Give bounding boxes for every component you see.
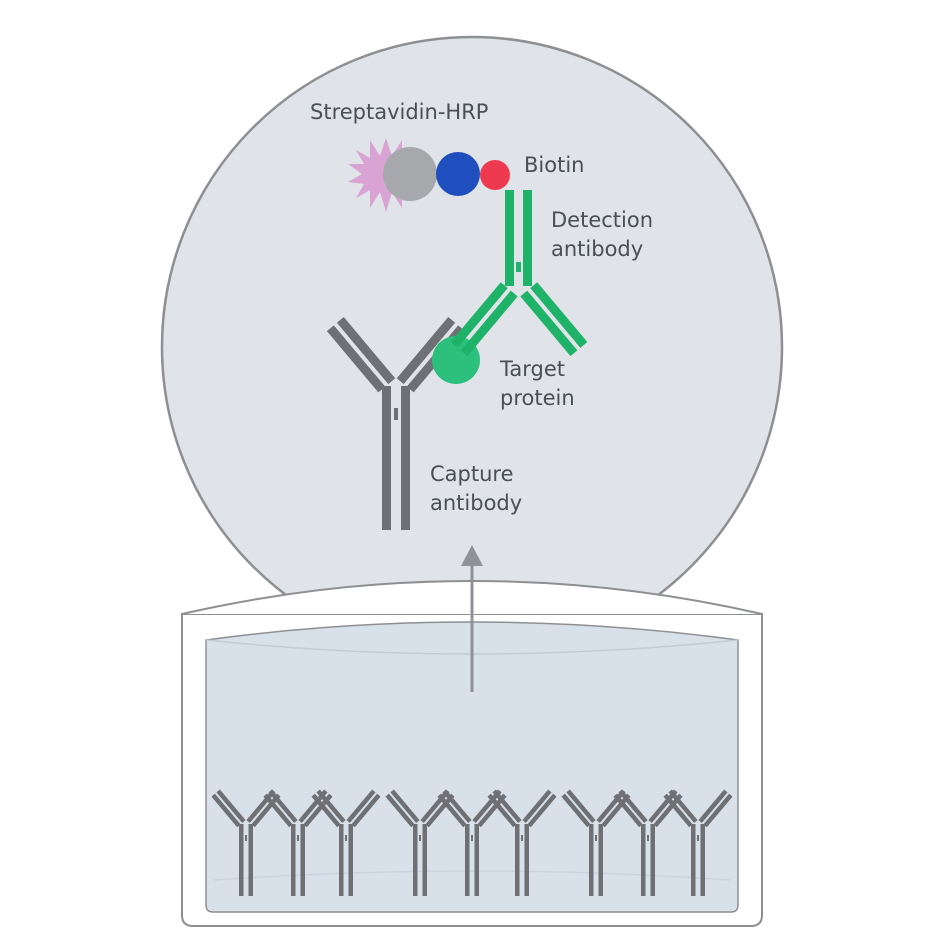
detection-antibody bbox=[450, 190, 588, 357]
label-capture-antibody: antibody bbox=[430, 491, 522, 515]
well-bottom-meniscus bbox=[213, 870, 731, 881]
label-biotin: Biotin bbox=[524, 153, 584, 177]
streptavidin bbox=[436, 152, 480, 196]
label-detection: Detection bbox=[551, 208, 653, 232]
microplate-well bbox=[181, 580, 763, 927]
biotin bbox=[480, 160, 510, 190]
label-target: Target bbox=[499, 357, 565, 381]
label-target-protein: protein bbox=[500, 386, 575, 410]
arrow-up-icon bbox=[461, 545, 483, 692]
label-streptavidin-hrp: Streptavidin-HRP bbox=[310, 100, 488, 124]
label-detection-antibody: antibody bbox=[551, 237, 643, 261]
hrp-enzyme bbox=[383, 147, 437, 201]
label-capture: Capture bbox=[430, 462, 514, 486]
